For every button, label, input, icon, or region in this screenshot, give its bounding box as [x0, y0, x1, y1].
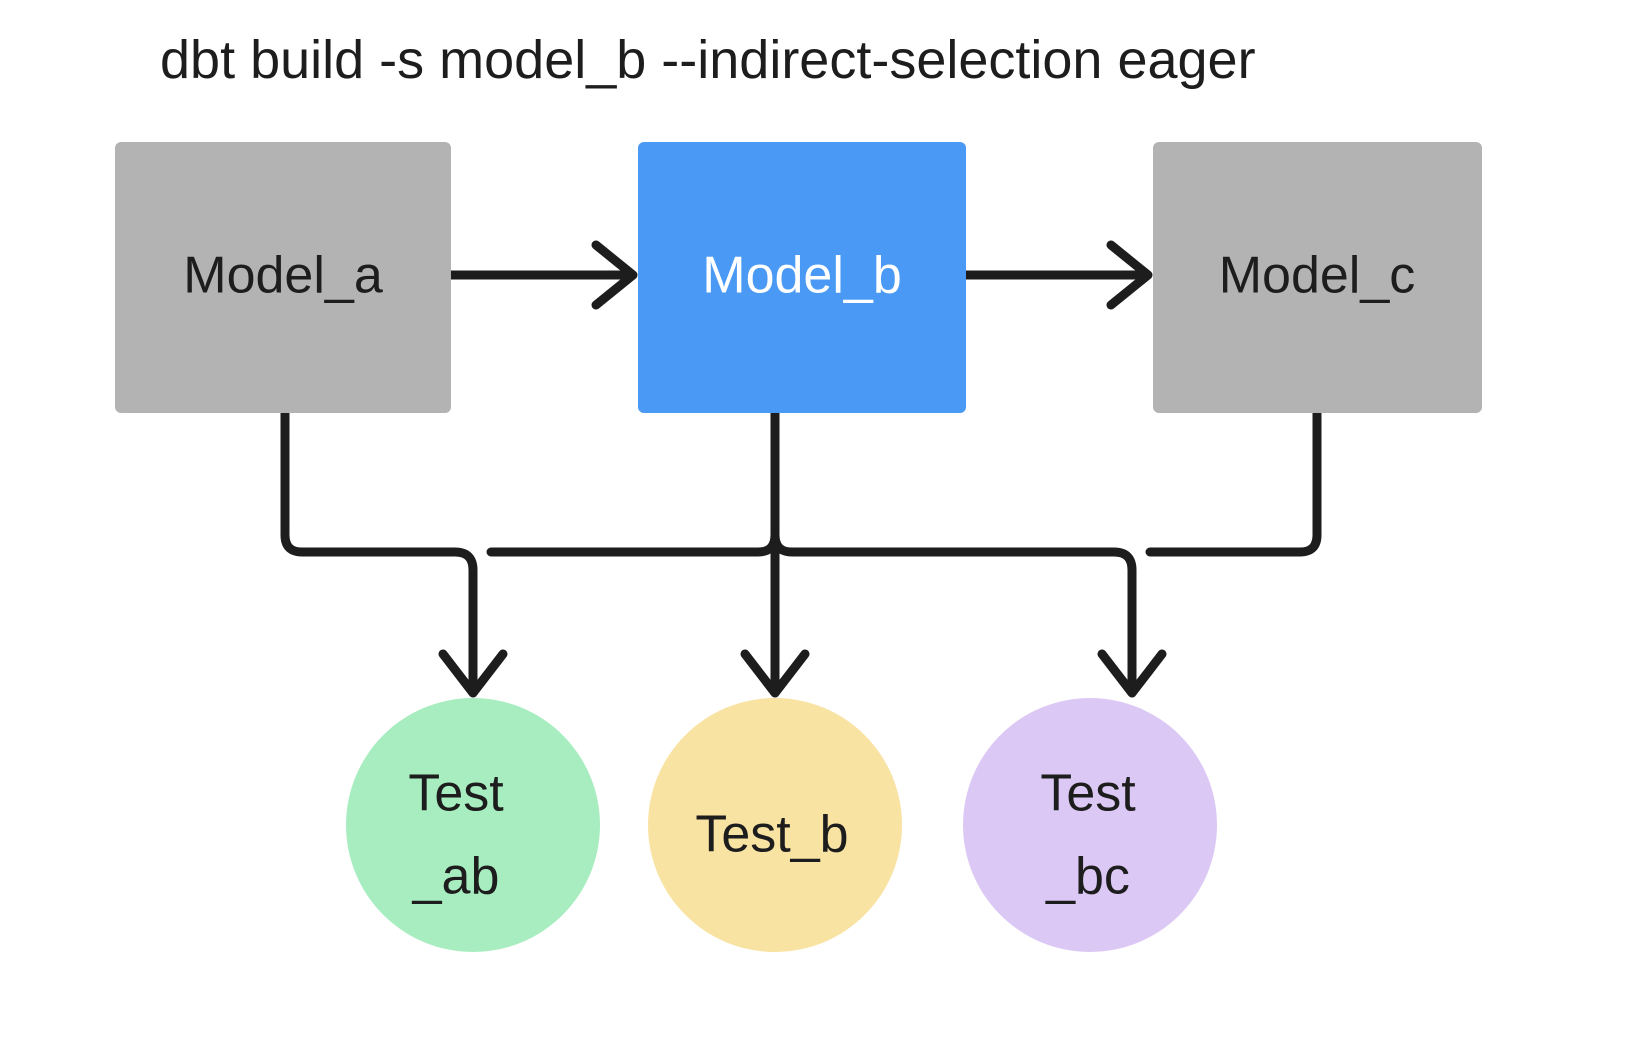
diagram-title: dbt build -s model_b --indirect-selectio…	[160, 30, 1256, 90]
node-model-a-label: Model_a	[183, 247, 383, 305]
node-model-a[interactable]: Model_a	[115, 142, 451, 413]
node-test-bc[interactable]: Test _bc	[963, 698, 1217, 952]
node-test-ab-shape[interactable]	[346, 698, 600, 952]
node-test-bc-label-line2: _bc	[1045, 848, 1130, 906]
edge-model-c-to-test-bc	[1097, 408, 1322, 698]
node-test-ab[interactable]: Test _ab	[346, 698, 600, 952]
edge-model-a-to-test-ab	[280, 408, 508, 698]
arrowhead-down-test-ab	[438, 649, 508, 698]
node-test-ab-label-line2: _ab	[412, 848, 500, 906]
edge-model-b-to-test-b	[740, 408, 810, 698]
arrowhead-down-test-bc	[1097, 649, 1167, 698]
node-model-c[interactable]: Model_c	[1153, 142, 1482, 413]
node-model-b[interactable]: Model_b	[638, 142, 966, 413]
node-test-ab-label-line1: Test	[408, 765, 504, 823]
edge-path-bus-right	[770, 530, 1137, 695]
node-test-b-shape[interactable]	[648, 698, 902, 952]
arrowhead-down-test-b	[740, 649, 810, 698]
node-test-bc-label-line1: Test	[1040, 765, 1136, 823]
node-model-b-shape[interactable]	[638, 142, 966, 413]
node-test-bc-shape[interactable]	[963, 698, 1217, 952]
node-model-c-shape[interactable]	[1153, 142, 1482, 413]
node-model-a-shape[interactable]	[115, 142, 451, 413]
node-test-b-label-line1: Test_b	[695, 806, 848, 864]
edge-model-b-to-model-c	[961, 240, 1153, 310]
arrowhead-right-model-c	[1106, 240, 1153, 310]
arrowhead-right-model-b	[591, 240, 638, 310]
node-model-b-label: Model_b	[702, 247, 901, 305]
edge-path-model-c-bus	[1145, 408, 1322, 557]
node-test-b[interactable]: Test_b	[648, 698, 902, 952]
node-model-c-label: Model_c	[1219, 247, 1416, 305]
edge-model-a-to-model-b	[446, 240, 638, 310]
edge-path-model-a-bus	[280, 408, 478, 695]
edge-path-bus-left	[486, 530, 780, 557]
